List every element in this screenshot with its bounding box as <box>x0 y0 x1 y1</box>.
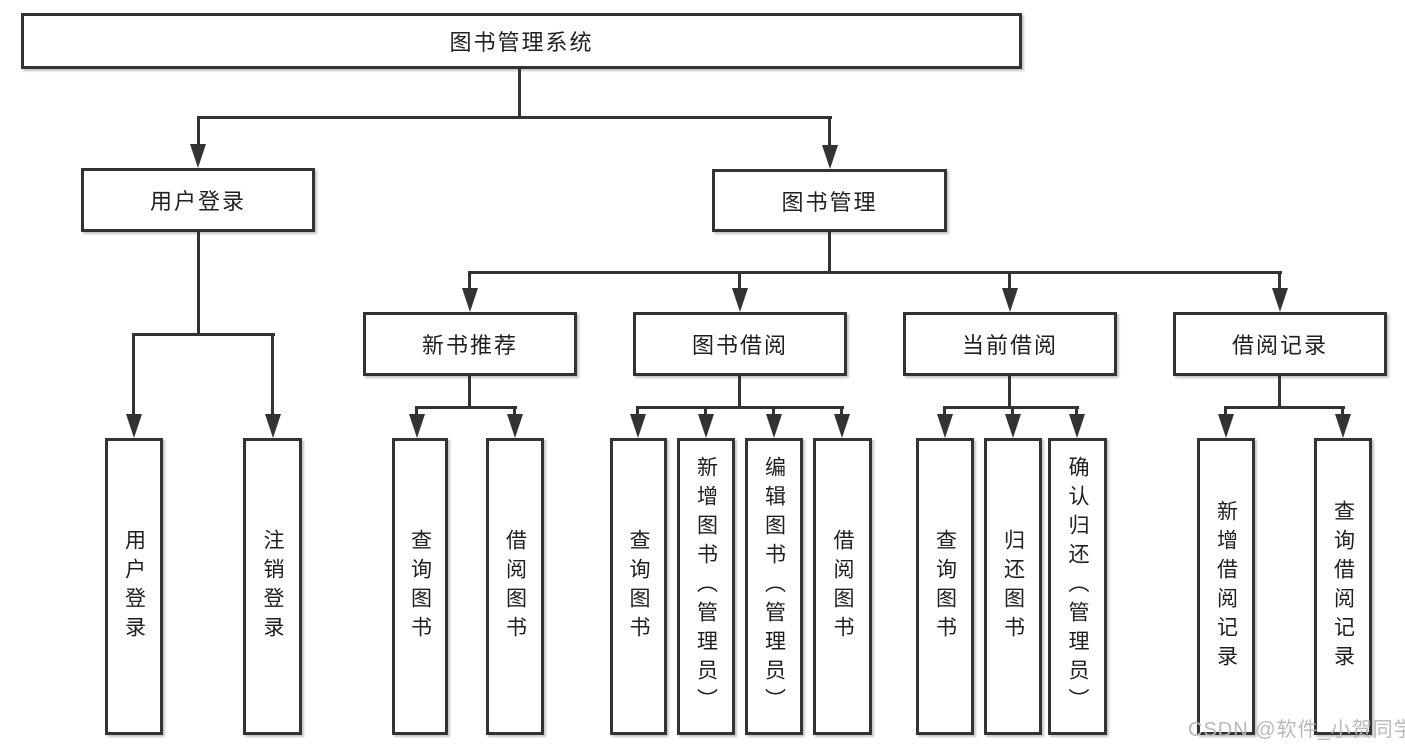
connector-line <box>132 333 135 416</box>
leaf-borrow-books-recommend-label: 借阅图书 <box>503 528 527 645</box>
leaf-edit-books-admin: 编辑图书（管理员） <box>745 438 803 735</box>
leaf-query-books-borrowing: 查询图书 <box>610 438 667 735</box>
leaf-edit-books-admin-label: 编辑图书（管理员） <box>762 456 786 717</box>
connector-line <box>636 406 844 409</box>
connector-line <box>415 406 517 409</box>
leaf-query-books-current-label: 查询图书 <box>933 528 957 645</box>
leaf-borrow-books-borrowing: 借阅图书 <box>813 438 872 735</box>
connector-line <box>636 406 639 416</box>
leaf-query-borrow-record: 查询借阅记录 <box>1314 438 1372 735</box>
leaf-return-books: 归还图书 <box>984 438 1042 735</box>
leaf-add-borrow-record-label: 新增借阅记录 <box>1214 499 1238 674</box>
connector-line <box>197 116 832 119</box>
node-book-borrowing-label: 图书借阅 <box>691 333 788 358</box>
arrowhead-down-icon <box>630 414 646 438</box>
node-user-login-label: 用户登录 <box>149 189 246 214</box>
connector-line <box>197 116 200 146</box>
connector-line <box>271 333 274 416</box>
connector-line <box>1008 376 1011 408</box>
arrowhead-down-icon <box>409 414 425 438</box>
leaf-confirm-return-admin: 确认归还（管理员） <box>1048 438 1107 735</box>
node-book-management-label: 图书管理 <box>781 189 878 215</box>
leaf-logout-label: 注销登录 <box>261 528 284 645</box>
node-root-label: 图书管理系统 <box>449 30 594 55</box>
arrowhead-down-icon <box>732 288 748 312</box>
arrowhead-down-icon <box>1002 288 1018 312</box>
leaf-borrow-books-borrowing-label: 借阅图书 <box>831 528 854 645</box>
arrowhead-down-icon <box>265 414 281 438</box>
arrowhead-down-icon <box>1005 414 1021 438</box>
arrowhead-down-icon <box>1218 414 1234 438</box>
arrowhead-down-icon <box>1272 288 1288 312</box>
connector-line <box>1075 406 1078 416</box>
arrowhead-down-icon <box>937 414 953 438</box>
connector-line <box>1224 406 1345 409</box>
leaf-query-books-current: 查询图书 <box>916 438 974 735</box>
node-current-borrowing-label: 当前借阅 <box>961 333 1058 358</box>
leaf-query-books-borrowing-label: 查询图书 <box>627 528 650 645</box>
connector-line <box>1278 376 1281 408</box>
connector-line <box>1224 406 1227 416</box>
connector-line <box>704 406 707 416</box>
arrowhead-down-icon <box>126 414 142 438</box>
connector-line <box>828 232 831 273</box>
connector-line <box>1008 271 1011 290</box>
node-new-book-recommend: 新书推荐 <box>363 312 577 376</box>
leaf-return-books-label: 归还图书 <box>1001 528 1025 645</box>
leaf-borrow-books-recommend: 借阅图书 <box>486 438 544 735</box>
connector-line <box>1011 406 1014 416</box>
connector-line <box>518 69 521 118</box>
connector-line <box>738 271 741 290</box>
leaf-logout: 注销登录 <box>243 438 302 735</box>
watermark: CSDN @软件_小贺同学 <box>1188 719 1405 741</box>
arrowhead-down-icon <box>834 414 850 438</box>
node-root: 图书管理系统 <box>21 13 1022 69</box>
leaf-user-login-label: 用户登录 <box>122 528 146 645</box>
arrowhead-down-icon <box>1335 414 1351 438</box>
arrowhead-down-icon <box>1069 414 1085 438</box>
leaf-add-books-admin: 新增图书（管理员） <box>677 438 735 735</box>
connector-line <box>468 376 471 408</box>
node-borrowing-records-label: 借阅记录 <box>1231 333 1328 358</box>
arrowhead-down-icon <box>766 414 782 438</box>
leaf-query-books-recommend: 查询图书 <box>392 438 448 735</box>
connector-line <box>1341 406 1344 416</box>
node-borrowing-records: 借阅记录 <box>1173 312 1387 376</box>
arrowhead-down-icon <box>507 414 523 438</box>
connector-line <box>132 333 275 336</box>
node-book-management: 图书管理 <box>712 169 947 232</box>
connector-line <box>943 406 946 416</box>
connector-line <box>513 406 516 416</box>
node-new-book-recommend-label: 新书推荐 <box>421 333 518 358</box>
connector-line <box>738 376 741 408</box>
leaf-query-borrow-record-label: 查询借阅记录 <box>1331 499 1355 674</box>
arrowhead-down-icon <box>822 145 838 169</box>
leaf-add-borrow-record: 新增借阅记录 <box>1197 438 1255 735</box>
connector-line <box>828 116 831 147</box>
arrowhead-down-icon <box>698 414 714 438</box>
leaf-add-books-admin-label: 新增图书（管理员） <box>694 456 718 717</box>
connector-line <box>415 406 418 416</box>
connector-line <box>1278 271 1281 290</box>
connector-line <box>840 406 843 416</box>
leaf-user-login: 用户登录 <box>105 438 163 735</box>
connector-line <box>468 271 471 290</box>
leaf-confirm-return-admin-label: 确认归还（管理员） <box>1066 456 1089 717</box>
leaf-query-books-recommend-label: 查询图书 <box>408 528 432 645</box>
node-user-login: 用户登录 <box>81 168 315 232</box>
node-current-borrowing: 当前借阅 <box>903 312 1117 376</box>
arrowhead-down-icon <box>462 288 478 312</box>
connector-line <box>772 406 775 416</box>
arrowhead-down-icon <box>190 144 206 168</box>
node-book-borrowing: 图书借阅 <box>633 312 847 376</box>
connector-line <box>468 271 1282 274</box>
connector-line <box>197 232 200 336</box>
